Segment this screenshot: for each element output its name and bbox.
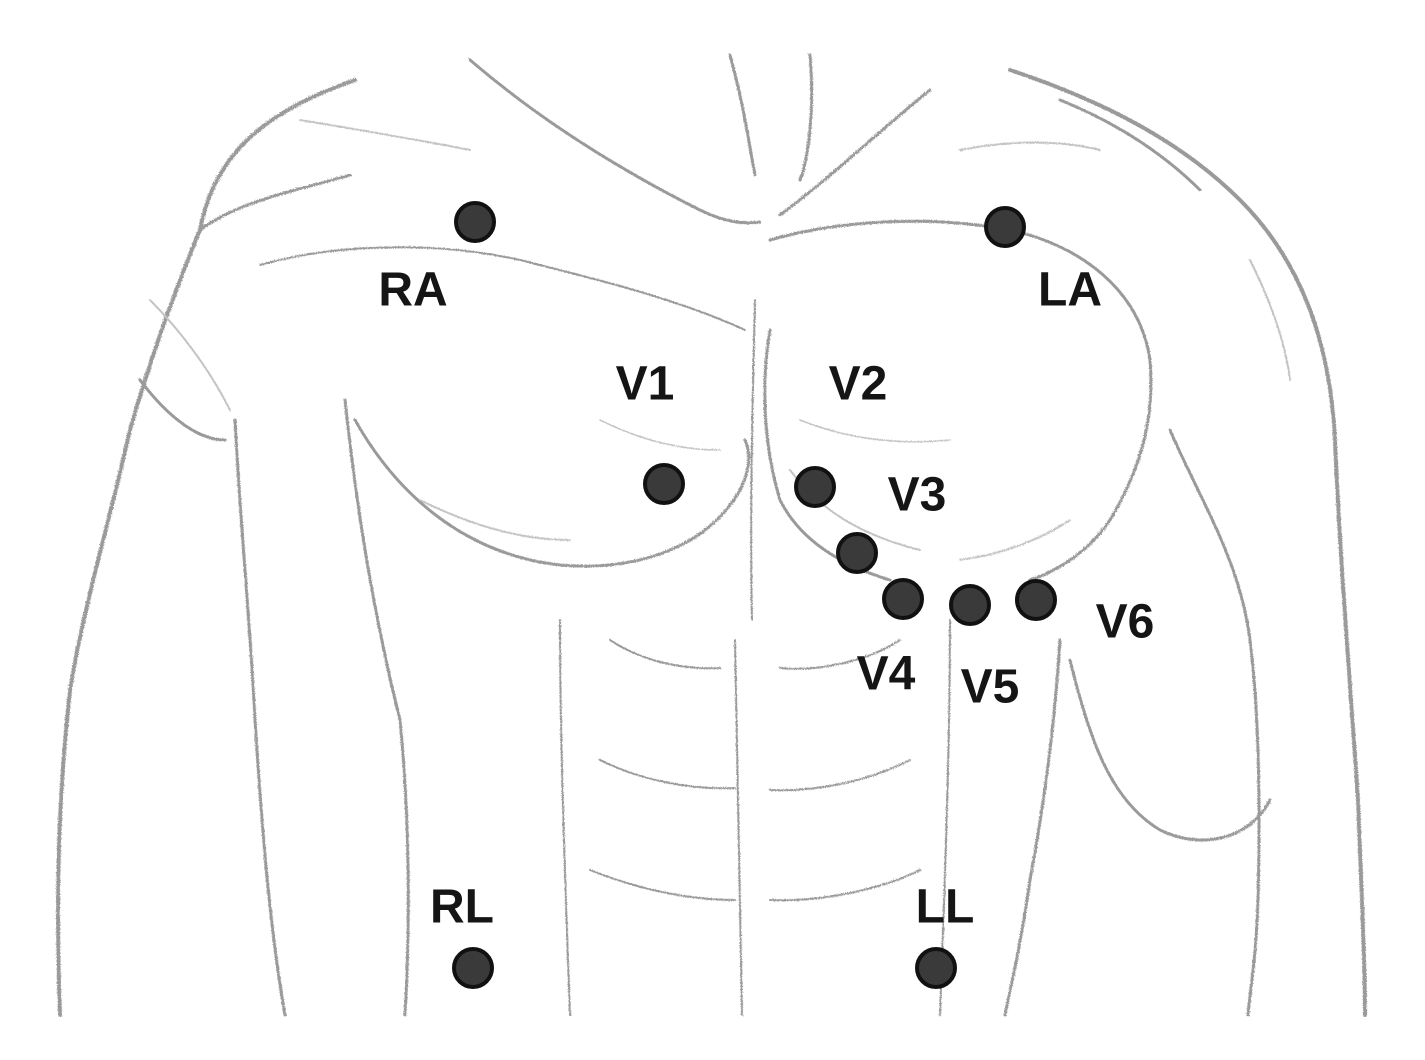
electrode-label-rl: RL xyxy=(430,881,494,934)
electrode-label-v1: V1 xyxy=(616,358,675,411)
electrode-label-ra: RA xyxy=(378,264,447,317)
electrode-ll xyxy=(915,947,957,989)
electrode-label-la: LA xyxy=(1038,264,1102,317)
electrode-label-v4: V4 xyxy=(857,648,916,701)
electrode-markers xyxy=(452,201,1057,989)
electrode-v6 xyxy=(1015,579,1057,621)
electrode-label-v3: V3 xyxy=(888,469,947,522)
electrode-v1 xyxy=(643,463,685,505)
electrode-label-v2: V2 xyxy=(829,358,888,411)
electrode-la xyxy=(984,206,1026,248)
electrode-ra xyxy=(454,201,496,243)
electrode-v4 xyxy=(882,578,924,620)
electrode-label-v5: V5 xyxy=(961,661,1020,714)
electrode-v5 xyxy=(949,584,991,626)
electrode-rl xyxy=(452,947,494,989)
electrode-label-v6: V6 xyxy=(1096,596,1155,649)
torso-outline xyxy=(56,53,1367,1017)
torso-shading xyxy=(149,119,1291,561)
electrode-label-ll: LL xyxy=(916,881,975,934)
electrode-v3-marker xyxy=(836,532,878,574)
electrode-v2 xyxy=(794,466,836,508)
